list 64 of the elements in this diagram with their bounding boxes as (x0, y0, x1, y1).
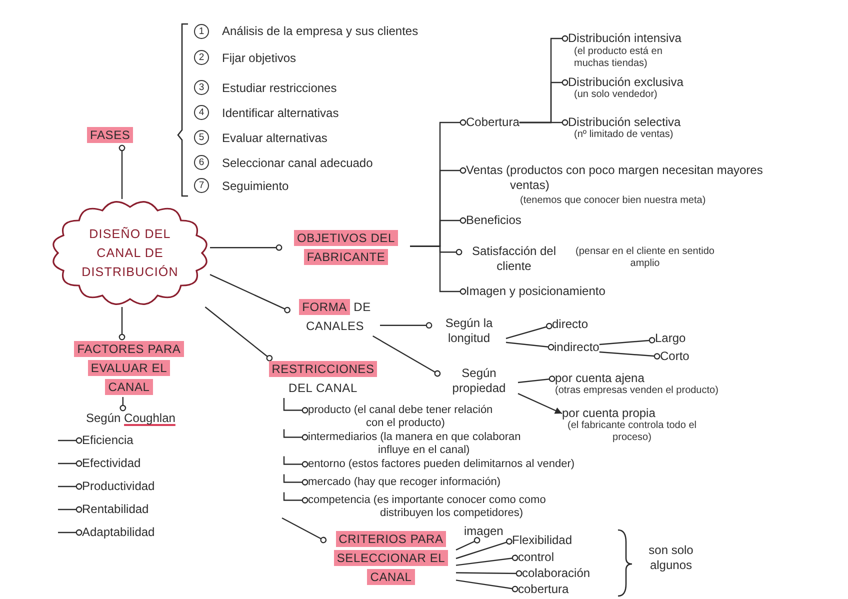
topic-label: Distribución selectiva (568, 115, 681, 130)
topic-label: control (518, 550, 554, 565)
note-text: (nº limitado de ventas) (574, 129, 674, 140)
topic-label: Eficiencia (82, 433, 134, 448)
arrow (518, 393, 562, 414)
topic-label: intermediarios (la manera en que colaboran influye en el canal) (308, 431, 540, 456)
topic-label: Según Coughlan (86, 411, 176, 426)
topic-label: cobertura (518, 582, 569, 597)
note-text: son solo algunos (648, 543, 694, 573)
phase-text: Análisis de la empresa y sus clientes (222, 24, 418, 39)
phase-text: Fijar objetivos (222, 51, 296, 66)
step-number: 6 (194, 155, 209, 170)
topic-label: Distribución exclusiva (568, 75, 684, 90)
topic-label: Satisfacción del cliente (462, 244, 566, 274)
topic-label: Según propiedad (440, 366, 518, 396)
step-number: 1 (194, 24, 209, 39)
note-text: (el producto está en muchas tiendas) (574, 46, 664, 69)
arrow (283, 492, 308, 504)
arrow (283, 398, 308, 414)
note-text: (el fabricante controla todo el proceso) (566, 420, 698, 443)
highlighted-heading: FASES (86, 126, 134, 145)
topic-label: Según la longitud (432, 316, 506, 346)
arrow (283, 456, 308, 468)
topic-label: Distribución intensiva (568, 31, 682, 46)
phase-text: Evaluar alternativas (222, 131, 328, 146)
topic-label: imagen (464, 524, 504, 539)
topic-label: directo (552, 317, 588, 332)
topic-label: mercado (hay que recoger información) (308, 476, 501, 488)
topic-label: Rentabilidad (82, 502, 149, 517)
step-number: 7 (194, 178, 209, 193)
note-text: (otras empresas venden el producto) (555, 385, 718, 396)
step-number: 4 (194, 105, 209, 120)
phase-text: Identificar alternativas (222, 106, 339, 121)
step-number: 3 (194, 80, 209, 95)
heading-text: FORMA DE CANALES (290, 298, 380, 336)
topic-title: DISEÑO DEL CANAL DE DISTRIBUCIÓN (80, 226, 180, 281)
topic-label: producto (el canal debe tener relación con el producto) (308, 404, 508, 429)
topic-label: colaboración (522, 566, 590, 581)
note-text: (tenemos que conocer bien nuestra meta) (520, 195, 706, 206)
phase-text: Estudiar restricciones (222, 81, 337, 96)
step-number: 5 (194, 130, 209, 145)
topic-label: Ventas (productos con poco margen necesitan mayores ventas) (466, 163, 778, 193)
note-text: (un solo vendedor) (574, 89, 658, 100)
arrow (283, 474, 308, 486)
topic-label: Flexibilidad (512, 533, 572, 548)
topic-label: entorno (estos factores pueden delimitarnos al vender) (308, 458, 575, 470)
topic-label: Cobertura (466, 115, 520, 130)
heading-text: RESTRICCIONES DEL CANAL (262, 360, 384, 398)
topic-label: Efectividad (82, 456, 141, 471)
phase-text: Seleccionar canal adecuado (222, 156, 373, 171)
step-number: 2 (194, 50, 209, 65)
topic-label: Corto (660, 349, 690, 364)
topic-label: Beneficios (466, 213, 522, 228)
topic-label: Imagen y posicionamiento (466, 284, 606, 299)
topic-label: por cuenta ajena (555, 371, 644, 386)
phase-text: Seguimiento (222, 179, 289, 194)
topic-label: Largo (655, 331, 686, 346)
topic-label: indirecto (554, 340, 600, 355)
arrow (283, 429, 308, 440)
topic-label: competencia (es importante conocer como como distribuyen los competidores) (308, 494, 560, 519)
topic-label: por cuenta propia (562, 406, 656, 421)
topic-label: Adaptabilidad (82, 525, 155, 540)
topic-label: Productividad (82, 479, 155, 494)
note-text: (pensar en el cliente en sentido amplio (574, 246, 716, 269)
